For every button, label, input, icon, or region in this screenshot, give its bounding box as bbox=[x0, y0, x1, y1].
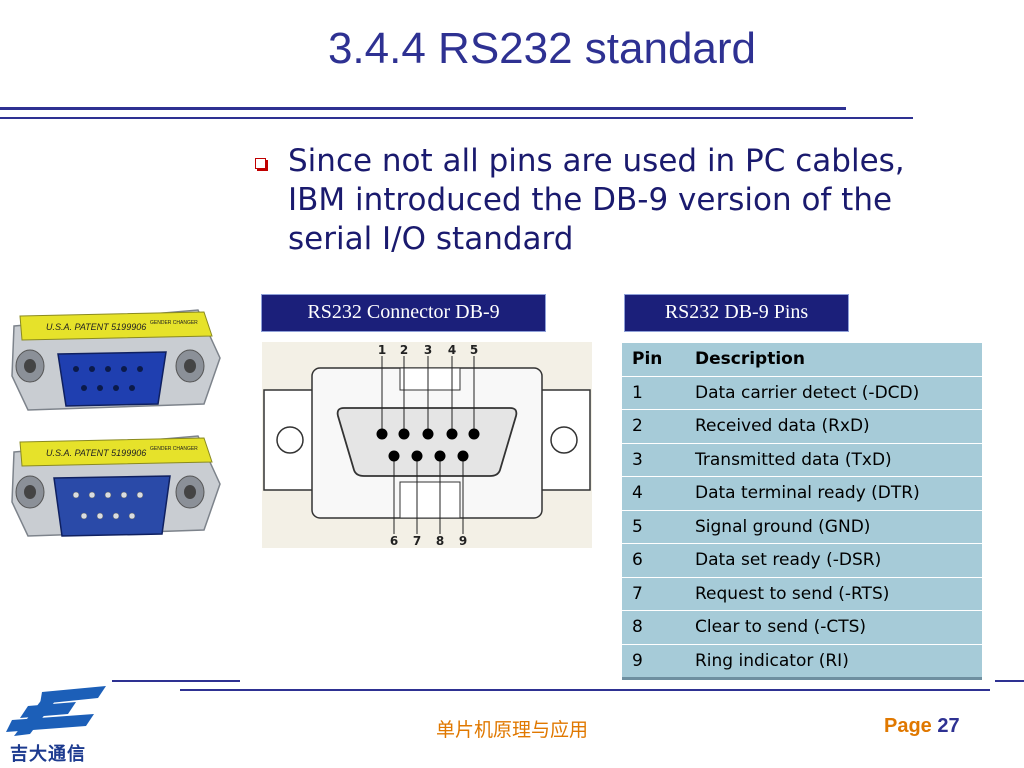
company-logo bbox=[6, 686, 106, 736]
gender-changer-female-photo: U.S.A. PATENT 5199906 GENDER CHANGER bbox=[11, 309, 221, 411]
db9-connector-diagram: 1 2 3 4 5 6 7 8 9 bbox=[262, 342, 592, 548]
description-cell: Data terminal ready (DTR) bbox=[685, 476, 982, 510]
footer-rule bbox=[112, 680, 240, 682]
pin-number-top: 1 bbox=[378, 343, 386, 357]
pin-number-top: 3 bbox=[424, 343, 432, 357]
description-cell: Data carrier detect (-DCD) bbox=[685, 375, 982, 410]
connector-label: RS232 Connector DB-9 bbox=[262, 295, 545, 331]
pin-cell: 4 bbox=[622, 476, 685, 510]
title-rule-top bbox=[0, 107, 846, 110]
footer-rule bbox=[180, 689, 990, 691]
pin-cell: 5 bbox=[622, 509, 685, 544]
pin-number-top: 4 bbox=[448, 343, 456, 357]
page-indicator: Page 27 bbox=[884, 715, 960, 738]
description-cell: Clear to send (-CTS) bbox=[685, 610, 982, 644]
bullet-line: Since not all pins are used in PC cables… bbox=[288, 143, 905, 179]
page-label: Page bbox=[884, 715, 932, 737]
bullet-line: IBM introduced the DB-9 version of the bbox=[288, 182, 893, 218]
pin-number-bottom: 7 bbox=[413, 534, 421, 548]
square-bullet-icon bbox=[255, 158, 266, 169]
description-cell: Received data (RxD) bbox=[685, 409, 982, 443]
pin-number-bottom: 8 bbox=[436, 534, 444, 548]
adapter-label-bottom: U.S.A. PATENT 5199906 bbox=[46, 448, 146, 458]
table-header-row: Pin Description bbox=[622, 343, 982, 376]
pin-cell: 9 bbox=[622, 643, 685, 679]
description-cell: Signal ground (GND) bbox=[685, 509, 982, 544]
table-header: Description bbox=[695, 349, 805, 370]
adapter-label-top: U.S.A. PATENT 5199906 bbox=[46, 322, 146, 332]
footer-rule bbox=[995, 680, 1024, 682]
pins-label: RS232 DB-9 Pins bbox=[625, 295, 848, 331]
pin-cell: 8 bbox=[622, 610, 685, 644]
description-cell: Data set ready (-DSR) bbox=[685, 543, 982, 577]
page-number: 27 bbox=[937, 715, 960, 737]
course-title: 单片机原理与应用 bbox=[435, 719, 588, 741]
slide-title: 3.4.4 RS232 standard bbox=[327, 24, 757, 73]
logo-text: 吉大通信 bbox=[10, 744, 86, 765]
pin-number-bottom: 9 bbox=[459, 534, 467, 548]
pin-number-bottom: 6 bbox=[390, 534, 398, 548]
adapter-label-top-2: GENDER CHANGER bbox=[150, 320, 198, 326]
description-cell: Transmitted data (TxD) bbox=[685, 442, 982, 477]
pin-cell: 6 bbox=[622, 543, 685, 577]
adapter-label-bottom-2: GENDER CHANGER bbox=[150, 446, 198, 452]
description-cell: Request to send (-RTS) bbox=[685, 576, 982, 611]
pin-cell: 3 bbox=[622, 442, 685, 477]
pin-cell: 7 bbox=[622, 576, 685, 611]
pin-number-top: 5 bbox=[470, 343, 478, 357]
description-cell: Ring indicator (RI) bbox=[685, 643, 982, 679]
bullet-text: Since not all pins are used in PC cables… bbox=[288, 142, 1003, 259]
bullet-line: serial I/O standard bbox=[288, 221, 574, 257]
title-rule-bottom bbox=[0, 117, 913, 119]
pin-cell: 2 bbox=[622, 409, 685, 443]
pin-cell: 1 bbox=[622, 375, 685, 410]
gender-changer-male-photo: U.S.A. PATENT 5199906 GENDER CHANGER bbox=[11, 435, 221, 537]
table-header: Pin bbox=[632, 349, 663, 370]
pin-number-top: 2 bbox=[400, 343, 408, 357]
